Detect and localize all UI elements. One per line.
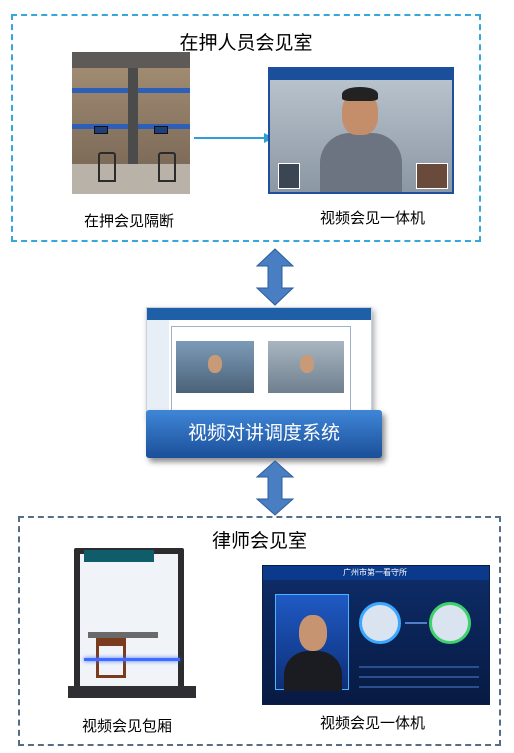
video-cabin-photo <box>68 540 196 700</box>
booth-to-terminal-arrow <box>194 133 274 143</box>
detainee-booth-caption: 在押会见隔断 <box>84 212 175 230</box>
detainee-room-title: 在押人员会见室 <box>179 32 313 54</box>
upper-double-arrow <box>255 248 295 306</box>
detainee-terminal-screenshot <box>268 67 454 194</box>
detainee-terminal-caption: 视频会见一体机 <box>320 209 426 227</box>
lawyer-room-section: 律师会见室 <box>18 516 501 746</box>
lawyer-terminal-caption: 视频会见一体机 <box>320 714 426 732</box>
dispatch-system-label: 视频对讲调度系统 <box>146 410 382 458</box>
lawyer-screen-header: 广州市第一看守所 <box>343 568 407 577</box>
lawyer-room-title: 律师会见室 <box>211 530 307 552</box>
video-cabin-caption: 视频会见包厢 <box>82 717 173 735</box>
detainee-room-section: 在押人员会见室 <box>11 14 481 242</box>
detainee-booth-photo <box>72 52 190 194</box>
dispatch-system-screenshot <box>146 307 372 417</box>
lower-double-arrow <box>255 460 295 516</box>
lawyer-terminal-screenshot: 广州市第一看守所 <box>262 565 490 705</box>
